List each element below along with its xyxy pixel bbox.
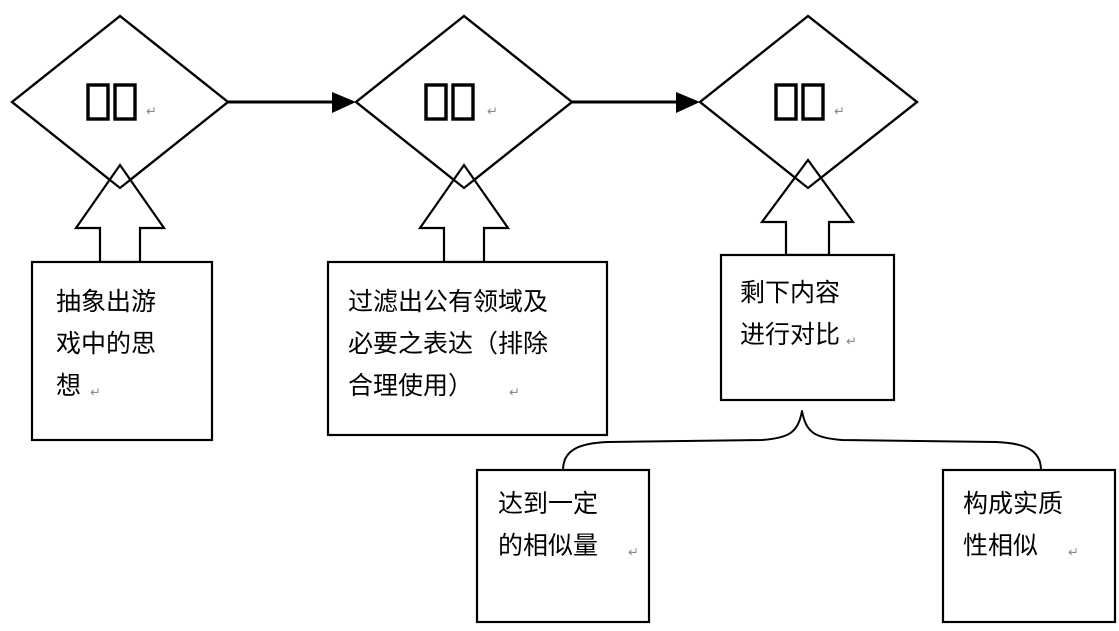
pilcrow-mark: ↵ [846, 335, 857, 350]
box-outline [719, 253, 896, 402]
box-text-line: 构成实质 [963, 489, 1063, 518]
diamond-3-label: ↵ [774, 83, 845, 121]
diamond-shape-1 [10, 14, 230, 190]
box-text-line: 进行对比 [740, 320, 840, 349]
process-box-filtration[interactable]: 过滤出公有领域及 必要之表达（排除 合理使用） ↵ [326, 260, 609, 437]
box-text-line: 抽象出游 [56, 287, 156, 316]
tofu-glyph-icon [424, 83, 448, 121]
pilcrow-mark: ↵ [834, 105, 845, 120]
tofu-glyph-icon [113, 83, 137, 121]
pilcrow-mark: ↵ [146, 105, 157, 120]
diamond-outline-overlay-1 [10, 14, 230, 190]
decision-node-step-2[interactable]: ↵ [354, 14, 574, 190]
block-arrow-up-2 [417, 163, 511, 264]
connector-arrow-1-to-2 [228, 92, 356, 113]
block-arrow-up-3 [759, 158, 856, 257]
tofu-glyph-icon [86, 83, 110, 121]
tofu-glyph-icon [451, 83, 475, 121]
tofu-glyph-icon [774, 83, 798, 121]
diamond-2-label: ↵ [424, 83, 498, 121]
diamond-outline-overlay-3 [698, 14, 919, 190]
tofu-glyph-icon [801, 83, 825, 121]
box-text-line: 必要之表达（排除 [348, 329, 548, 358]
process-box-comparison[interactable]: 剩下内容 进行对比 ↵ [719, 253, 896, 402]
process-box-substantial-similarity[interactable]: 构成实质 性相似 ↵ [941, 468, 1117, 624]
box-text-line: 的相似量 [498, 531, 598, 560]
process-box-similarity-amount[interactable]: 达到一定 的相似量 ↵ [475, 468, 651, 624]
box-outline [941, 468, 1117, 624]
connector-arrow-2-to-3 [572, 92, 700, 113]
box-text-line: 戏中的思 [56, 329, 156, 358]
box-text-line: 达到一定 [498, 489, 598, 518]
block-arrow-shape [759, 158, 856, 257]
box-text-line: 想 [56, 371, 81, 400]
process-box-abstraction[interactable]: 抽象出游 戏中的思 想 ↵ [30, 260, 214, 442]
block-arrow-shape [417, 163, 511, 264]
box-outline [326, 260, 609, 437]
box-text-line: 剩下内容 [740, 278, 840, 307]
box-text-line: 合理使用） [348, 371, 473, 400]
arrow-head-icon [332, 92, 356, 113]
pilcrow-mark: ↵ [1068, 546, 1079, 561]
diamond-1-label: ↵ [86, 83, 157, 121]
arrow-head-icon [676, 92, 700, 113]
decision-node-step-1[interactable]: ↵ [10, 14, 230, 190]
box-text-line: 性相似 [963, 531, 1038, 560]
diamond-outline-overlay-2 [354, 14, 574, 190]
box-text-line: 过滤出公有领域及 [348, 287, 548, 316]
box-outline [30, 260, 214, 442]
pilcrow-mark: ↵ [628, 546, 639, 561]
pilcrow-mark: ↵ [487, 105, 498, 120]
block-arrow-up-1 [73, 163, 167, 264]
curly-brace-connector [562, 410, 1042, 471]
box-outline [475, 468, 651, 624]
block-arrow-shape [73, 163, 167, 264]
pilcrow-mark: ↵ [509, 386, 520, 401]
diamond-shape-2 [354, 14, 574, 190]
brace-path [562, 410, 1042, 471]
pilcrow-mark: ↵ [90, 386, 101, 401]
